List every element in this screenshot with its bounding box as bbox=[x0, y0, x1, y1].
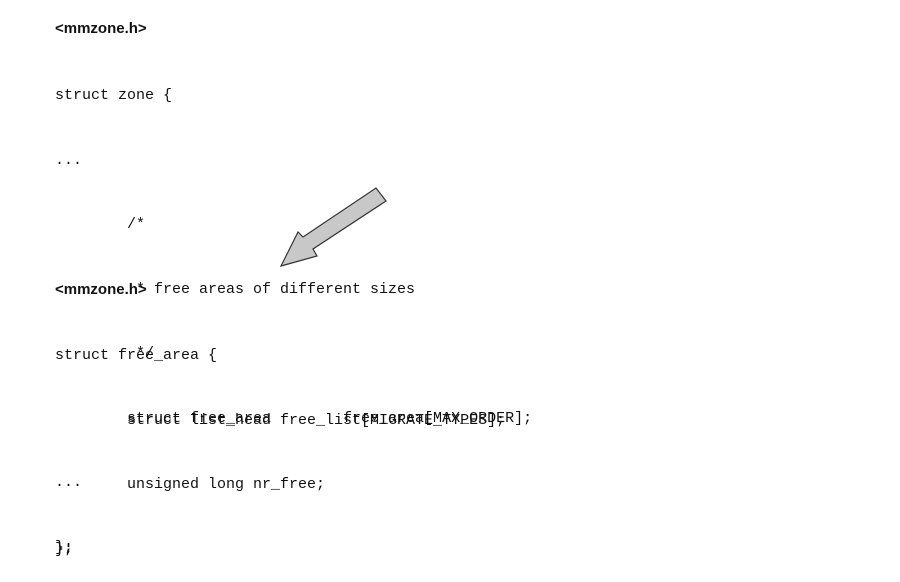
code-line: unsigned long nr_free; bbox=[55, 476, 326, 493]
code-line: ... bbox=[55, 151, 83, 169]
code-line: */ bbox=[55, 345, 155, 362]
code-line: struct list_head free_list[MIGRATE_TYPES… bbox=[55, 411, 506, 429]
page: { "top_snippet": { "file_label": "<mmzon… bbox=[55, 20, 533, 558]
file-label-bottom: <mmzone.h> bbox=[55, 281, 147, 298]
code-line: struct free_area { bbox=[55, 347, 218, 364]
code-line: }; bbox=[55, 540, 74, 558]
file-label-top: <mmzone.h> bbox=[55, 20, 147, 37]
code-line: struct zone { bbox=[55, 87, 173, 104]
arrow-shape bbox=[279, 187, 387, 267]
code-line: /* bbox=[55, 216, 146, 233]
arrow-icon bbox=[279, 187, 387, 267]
code-line: * free areas of different sizes bbox=[55, 280, 416, 298]
code-block-struct-free-area: struct free_area { struct list_head free… bbox=[55, 302, 505, 582]
